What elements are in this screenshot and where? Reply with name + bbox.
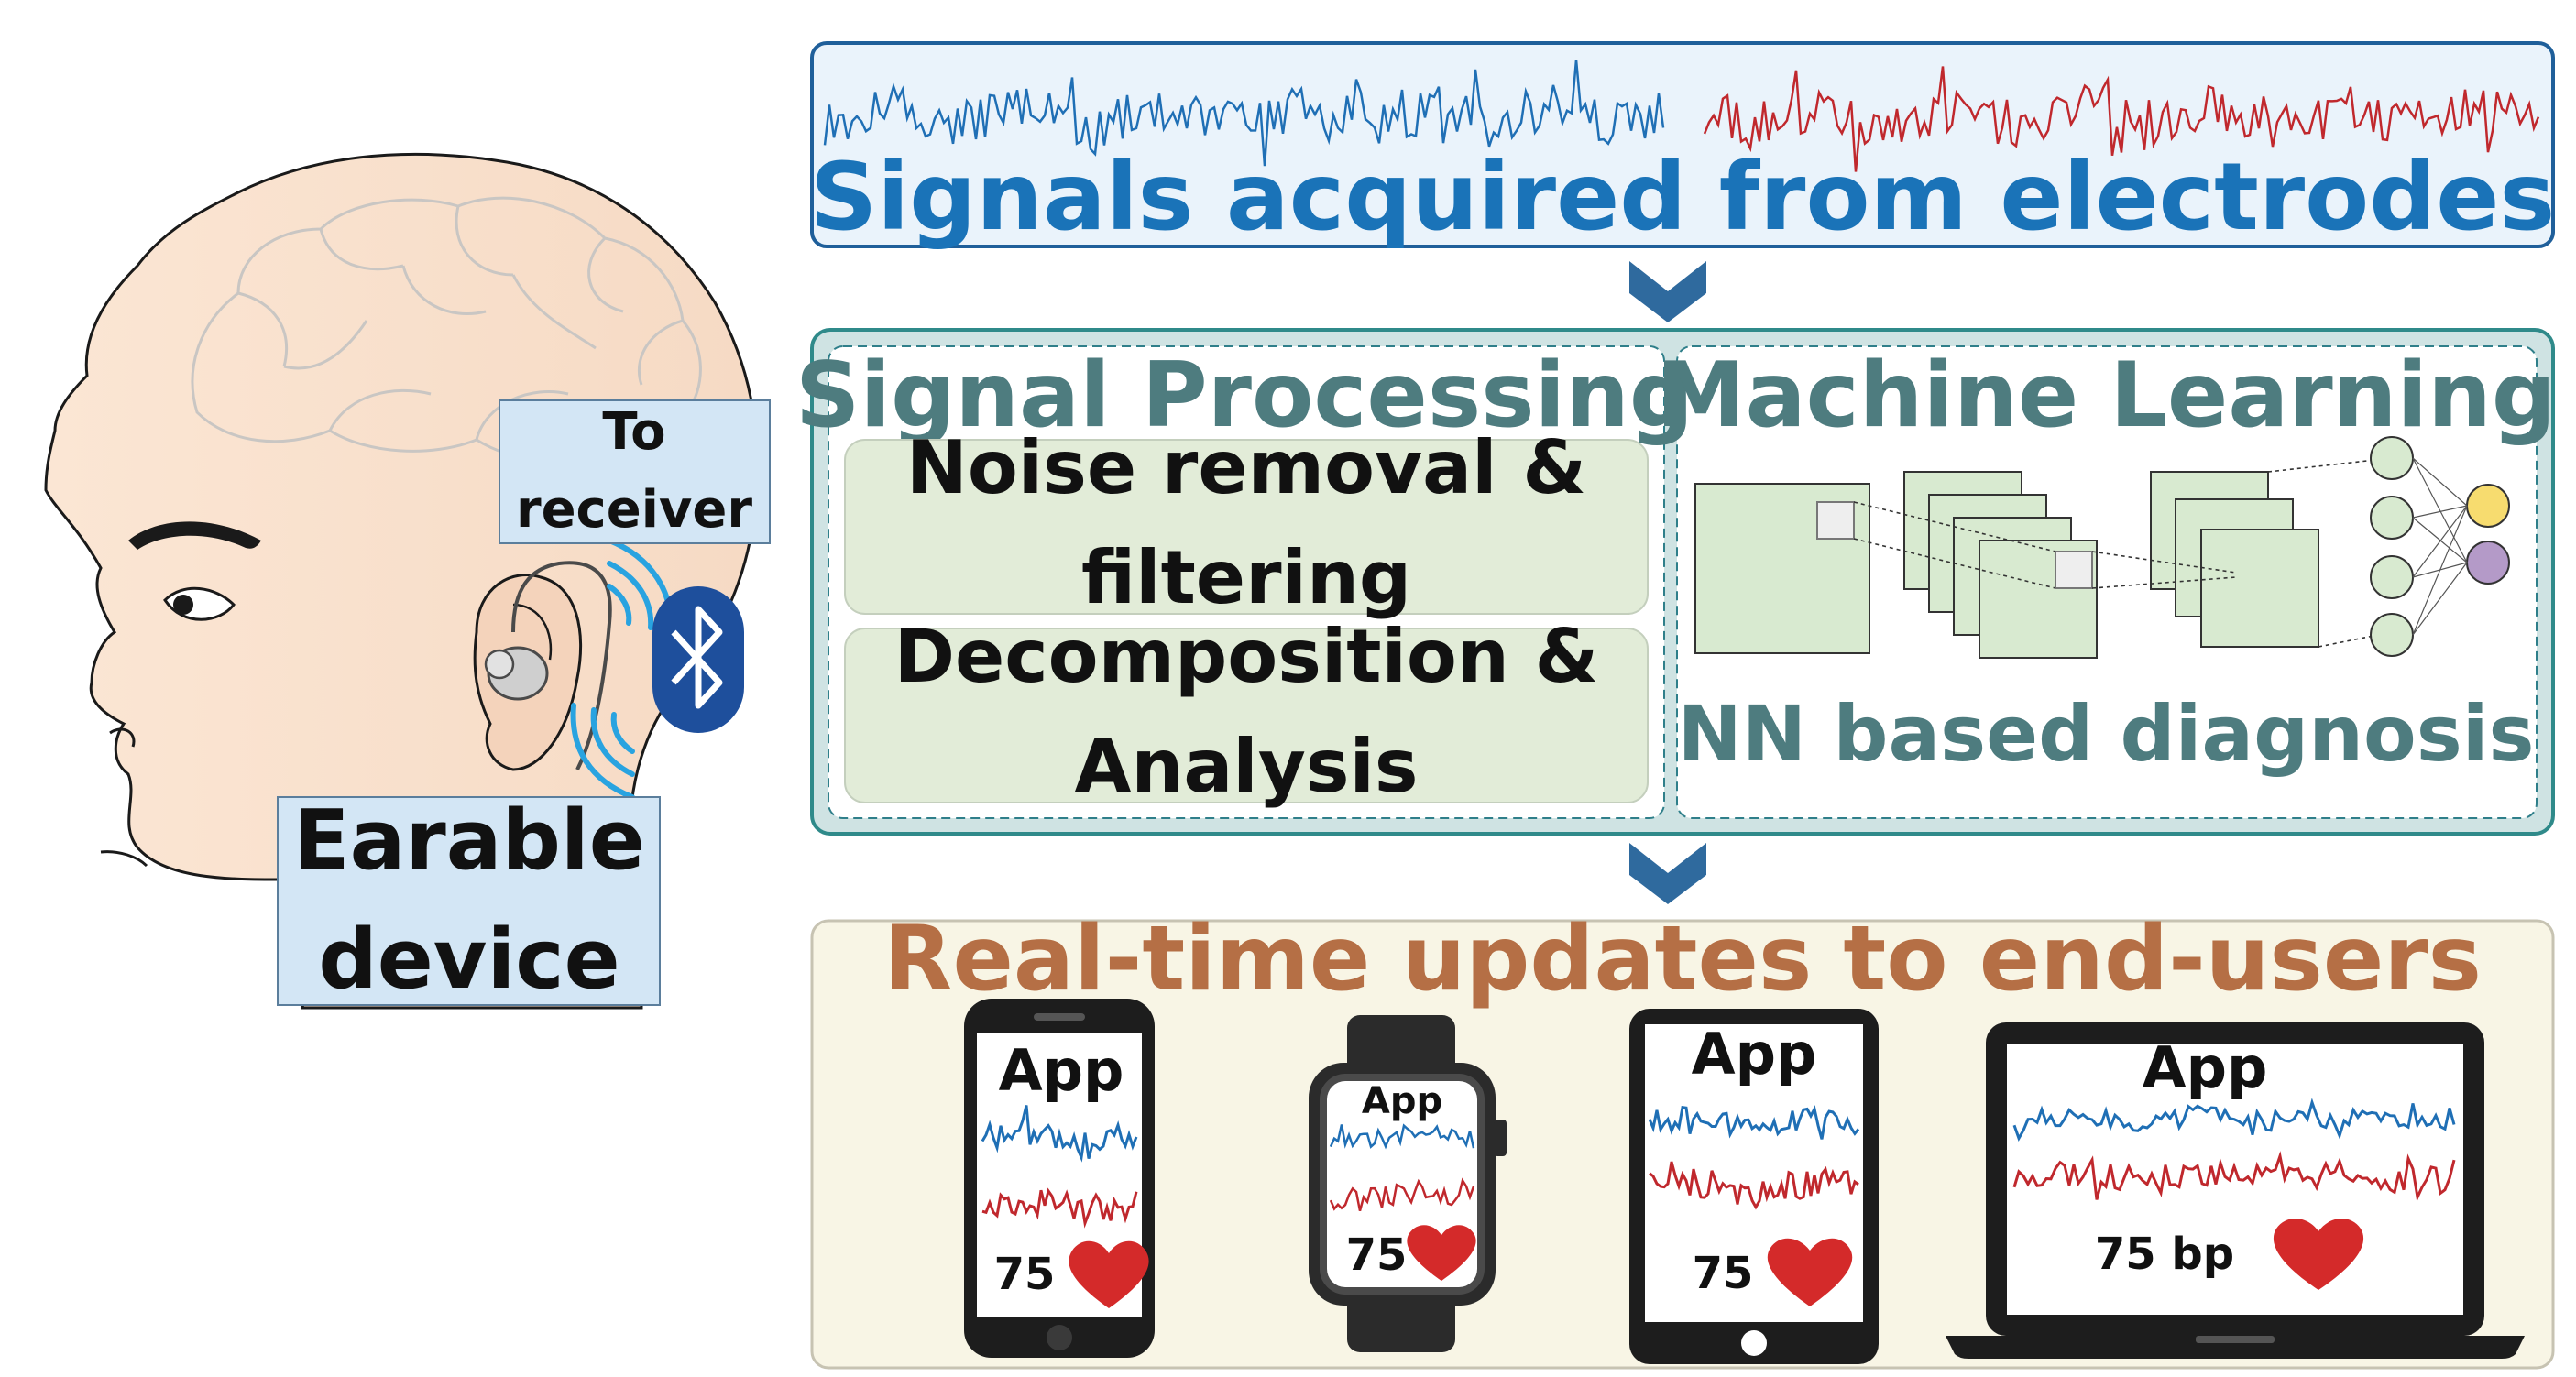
step-decomp-line2: Analysis bbox=[1074, 724, 1418, 809]
callout-receiver-line1: To bbox=[602, 402, 665, 462]
machine-learning-title: Machine Learning bbox=[1656, 344, 2556, 448]
phone-trace-blue bbox=[981, 1105, 1138, 1163]
laptop-reading: 75 bp bbox=[2095, 1229, 2234, 1280]
bluetooth-icon bbox=[652, 586, 744, 733]
callout-device-line1: Earable bbox=[293, 792, 645, 889]
laptop-app-label: App bbox=[2143, 1034, 2268, 1101]
phone-trace-red bbox=[981, 1187, 1138, 1229]
tablet-trace-blue bbox=[1648, 1105, 1860, 1140]
eyebrow bbox=[128, 521, 261, 550]
mouth bbox=[100, 850, 148, 868]
watch-trace-blue bbox=[1329, 1123, 1475, 1150]
callout-to-receiver: To receiver bbox=[499, 399, 771, 544]
tablet-heart-icon bbox=[1767, 1238, 1853, 1306]
eye bbox=[163, 586, 236, 621]
laptop-trace-blue bbox=[2012, 1098, 2456, 1142]
tablet-trace-red bbox=[1649, 1161, 1859, 1210]
nn-caption: NN based diagnosis bbox=[1677, 689, 2534, 779]
signals-title: Signals acquired from electrodes bbox=[810, 143, 2555, 252]
head-silhouette bbox=[44, 152, 759, 1010]
phone-heart-icon bbox=[1069, 1240, 1149, 1308]
updates-panel: Real-time updates to end-users App 75 Ap… bbox=[810, 907, 2555, 1370]
step-decomp-line1: Decomposition & bbox=[894, 614, 1599, 699]
step-noise-removal: Noise removal & filtering bbox=[844, 425, 1649, 620]
phone-app-label: App bbox=[999, 1037, 1124, 1104]
step-noise-line2: filtering bbox=[1081, 535, 1411, 620]
laptop-heart-icon bbox=[2273, 1219, 2364, 1290]
tablet-app-label: App bbox=[1692, 1021, 1817, 1087]
cnn-diagram bbox=[1694, 436, 2510, 659]
watch-device: App 75 bbox=[1309, 1015, 1507, 1352]
tablet-reading: 75 bbox=[1693, 1248, 1754, 1299]
watch-app-label: App bbox=[1362, 1080, 1442, 1122]
signal-processing-title: Signal Processing bbox=[795, 344, 1694, 448]
flow-arrow-down-2 bbox=[1629, 843, 1706, 904]
signal-trace-red bbox=[1703, 66, 2540, 172]
processing-panel: Signal Processing Machine Learning Noise… bbox=[795, 328, 2556, 836]
phone-device: App 75 bbox=[964, 999, 1155, 1358]
step-noise-line1: Noise removal & bbox=[906, 425, 1586, 510]
laptop-device: App 75 bp bbox=[1946, 1022, 2525, 1359]
callout-earable-device: Earable device bbox=[277, 792, 661, 1008]
watch-trace-red bbox=[1329, 1177, 1475, 1212]
callout-device-line2: device bbox=[318, 912, 619, 1008]
callout-receiver-line2: receiver bbox=[516, 480, 752, 540]
tablet-device: App 75 bbox=[1629, 1009, 1879, 1364]
watch-reading: 75 bbox=[1346, 1229, 1408, 1281]
nostril bbox=[109, 727, 136, 748]
watch-heart-icon bbox=[1407, 1225, 1476, 1281]
signal-trace-blue bbox=[823, 59, 1665, 167]
step-decomposition: Decomposition & Analysis bbox=[844, 614, 1649, 809]
flow-arrow-down-1 bbox=[1629, 261, 1706, 322]
phone-reading: 75 bbox=[994, 1249, 1056, 1300]
laptop-trace-red bbox=[2012, 1151, 2456, 1202]
head-illustration: To receiver Earable device bbox=[44, 152, 771, 1010]
updates-title: Real-time updates to end-users bbox=[883, 907, 2482, 1011]
signals-panel: Signals acquired from electrodes bbox=[810, 41, 2555, 252]
earable-device bbox=[484, 561, 612, 770]
